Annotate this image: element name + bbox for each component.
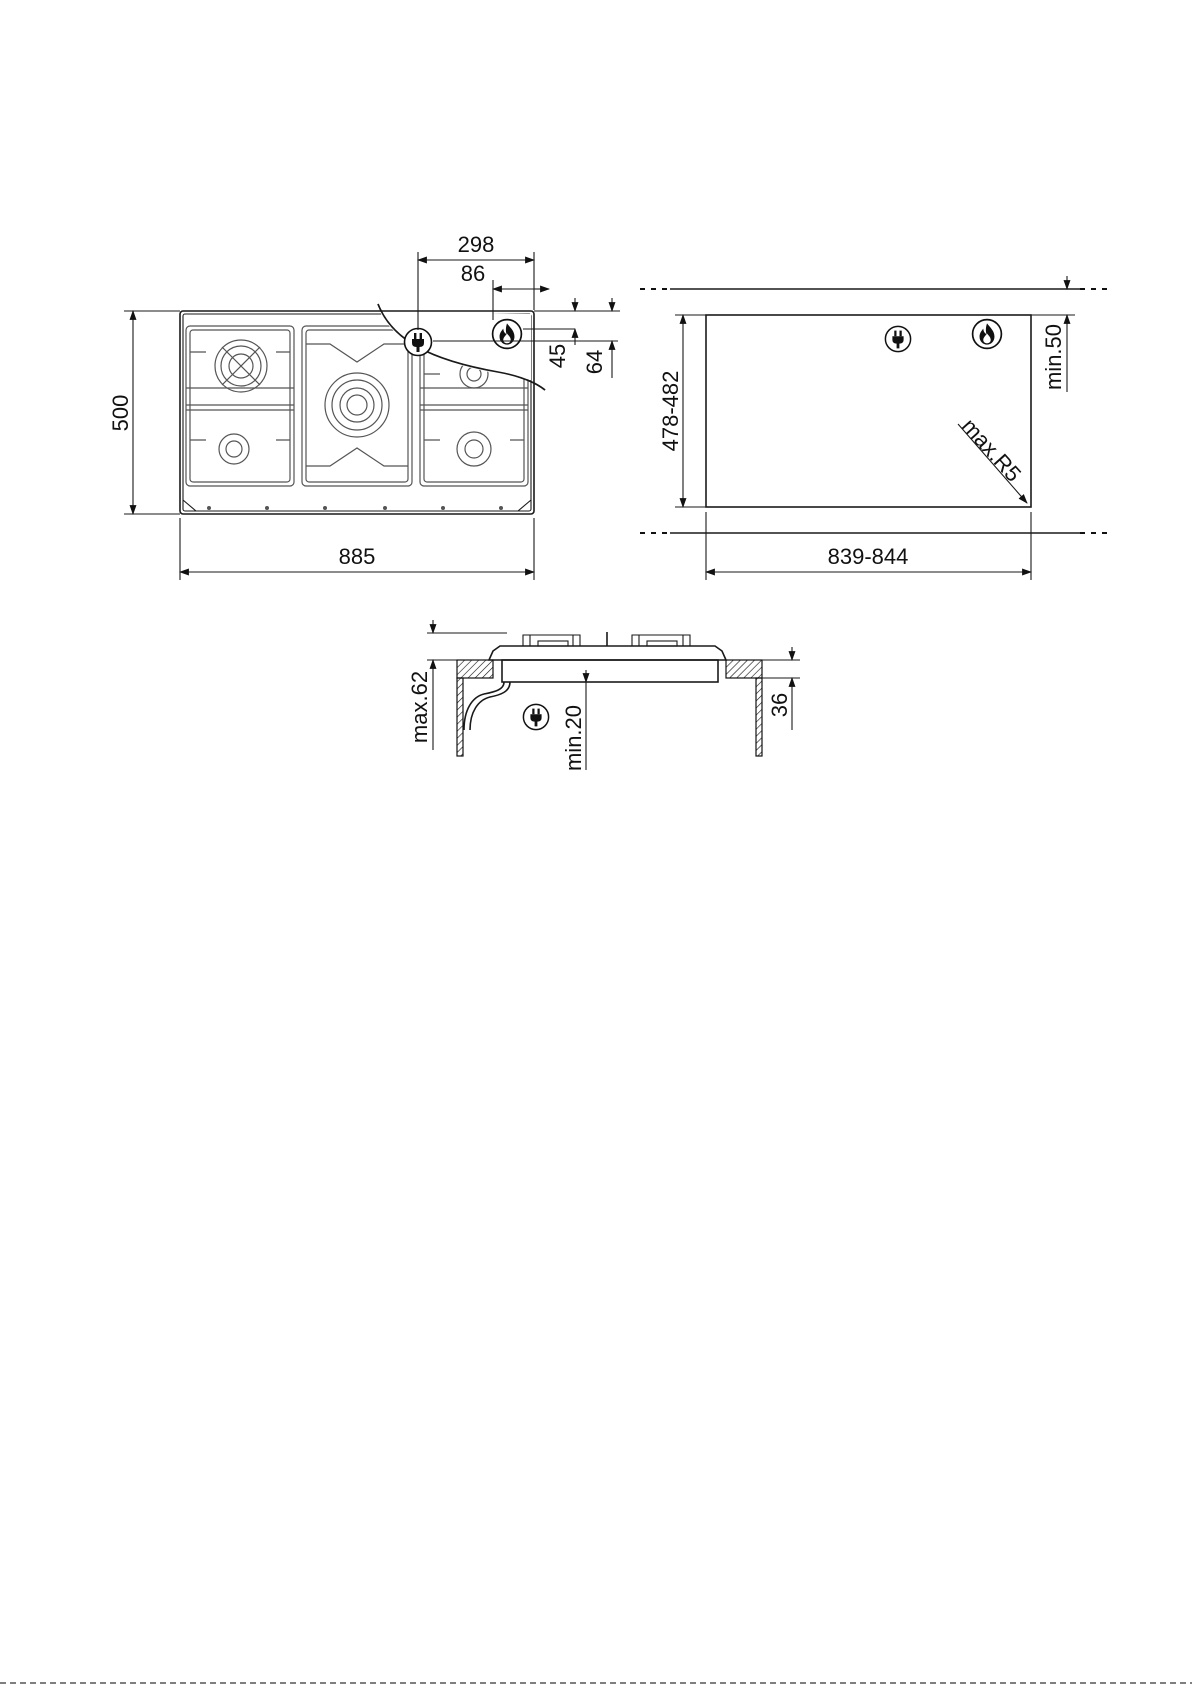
dim-label-885: 885 xyxy=(339,544,376,569)
hob-section xyxy=(489,646,726,660)
dim-label-max62: max.62 xyxy=(407,671,432,743)
burner-center-wok xyxy=(325,373,389,437)
electric-plug-icon xyxy=(523,704,548,729)
gas-flame-icon xyxy=(493,320,522,349)
dim-label-478-482: 478-482 xyxy=(658,371,683,452)
dim-label-298: 298 xyxy=(458,232,495,257)
dim-label-radius: max.R5 xyxy=(957,413,1026,486)
hob-top-view: 298 86 45 64 500 885 xyxy=(108,232,620,580)
dim-label-839-844: 839-844 xyxy=(828,544,909,569)
dim-label-45: 45 xyxy=(545,344,570,368)
burner-front-left xyxy=(219,434,249,464)
cabinet-wall-left xyxy=(457,678,463,756)
worktop-left xyxy=(457,660,493,678)
dim-label-86: 86 xyxy=(461,261,485,286)
electric-plug-icon xyxy=(405,329,432,356)
burner-front-right xyxy=(457,432,491,466)
dim-label-500: 500 xyxy=(108,395,133,432)
power-cable xyxy=(470,682,510,730)
cabinet-wall-right xyxy=(756,678,762,756)
side-section-view: max.62 min.20 36 xyxy=(407,620,800,771)
dim-label-64: 64 xyxy=(582,350,607,374)
hob-box xyxy=(502,660,718,682)
worktop-right xyxy=(726,660,762,678)
dim-label-min20: min.20 xyxy=(561,705,586,771)
control-knobs xyxy=(207,506,503,510)
burner-rear-left xyxy=(215,340,267,392)
electric-plug-icon xyxy=(885,326,910,351)
cutout-view: 478-482 min.50 max.R5 839-844 xyxy=(640,276,1110,580)
gas-flame-icon xyxy=(973,320,1002,349)
dim-label-36: 36 xyxy=(767,693,792,717)
dim-label-min50: min.50 xyxy=(1041,324,1066,390)
